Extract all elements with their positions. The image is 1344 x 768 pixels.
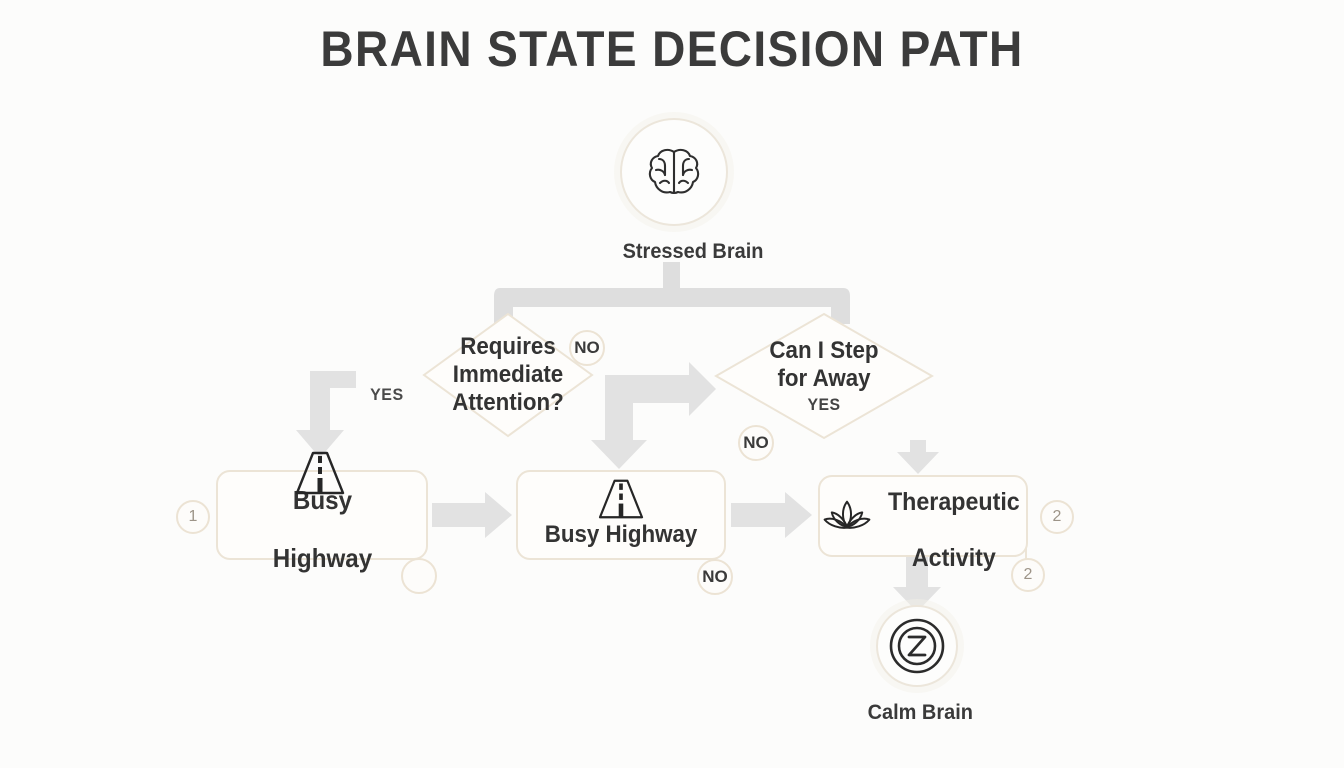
badge-no-decision2: NO bbox=[738, 425, 774, 461]
node-decision-requires-attention[interactable]: Requires Immediate Attention? bbox=[422, 312, 594, 438]
edge-label-yes-left: YES bbox=[370, 385, 404, 404]
highway-road-icon-middle bbox=[598, 479, 644, 518]
busy-highway-middle-label: Busy Highway bbox=[544, 520, 698, 548]
badge-two-lower-text: 2 bbox=[1023, 566, 1033, 583]
badge-no-top-text: NO bbox=[574, 338, 600, 357]
decision-1-line-2: Immediate bbox=[452, 361, 564, 389]
decision-2-diamond-shape bbox=[714, 312, 934, 440]
therapeutic-line-1: Therapeutic bbox=[888, 488, 1020, 516]
sleep-z-icon bbox=[889, 618, 945, 674]
brain-icon bbox=[648, 148, 700, 195]
decision-1-line-1: Requires bbox=[460, 333, 556, 361]
decision-1-diamond-shape bbox=[422, 312, 594, 438]
badge-no-decision2-text: NO bbox=[743, 433, 769, 452]
decision-1-text: Requires Immediate Attention? bbox=[428, 312, 588, 438]
decision-2-text: Can I Step for Away YES bbox=[722, 312, 927, 440]
lotus-icon bbox=[823, 500, 871, 529]
node-decision-step-away[interactable]: Can I Step for Away YES bbox=[714, 312, 934, 440]
stressed-brain-circle bbox=[620, 118, 728, 226]
decision-2-line-2: for Away bbox=[777, 364, 871, 392]
badge-one-left: 1 bbox=[176, 500, 210, 534]
decision-2-line-1: Can I Step bbox=[769, 336, 879, 364]
busy-highway-left-line-2: Highway bbox=[272, 543, 372, 574]
badge-empty-left bbox=[401, 558, 437, 594]
calm-brain-label: Calm Brain bbox=[867, 701, 973, 724]
calm-brain-circle bbox=[876, 605, 958, 687]
therapeutic-activity-label: Therapeutic Activity bbox=[888, 460, 1020, 572]
badge-one-left-text: 1 bbox=[188, 508, 198, 525]
badge-two-upper-text: 2 bbox=[1052, 508, 1062, 525]
badge-no-middle-text: NO bbox=[702, 567, 728, 586]
badge-no-middle: NO bbox=[697, 559, 733, 595]
highway-road-icon-left bbox=[295, 451, 345, 495]
therapeutic-activity-row: Therapeutic Activity bbox=[821, 460, 1025, 572]
therapeutic-line-2: Activity bbox=[911, 544, 996, 572]
node-busy-highway-middle[interactable]: Busy Highway bbox=[516, 470, 726, 560]
page-title: BRAIN STATE DECISION PATH bbox=[320, 21, 1024, 77]
node-busy-highway-left[interactable]: Busy Highway bbox=[216, 470, 428, 573]
node-therapeutic-activity[interactable]: Therapeutic Activity bbox=[818, 475, 1028, 572]
stressed-brain-label: Stressed Brain bbox=[622, 240, 764, 263]
badge-two-upper: 2 bbox=[1040, 500, 1074, 534]
decision-1-line-3: Attention? bbox=[452, 388, 564, 416]
badge-two-lower: 2 bbox=[1011, 558, 1045, 592]
node-stressed-brain[interactable]: Stressed Brain bbox=[620, 118, 764, 264]
node-calm-brain[interactable]: Calm Brain bbox=[865, 605, 973, 725]
decision-2-yes-label: YES bbox=[807, 395, 841, 415]
badge-no-top: NO bbox=[569, 330, 605, 366]
